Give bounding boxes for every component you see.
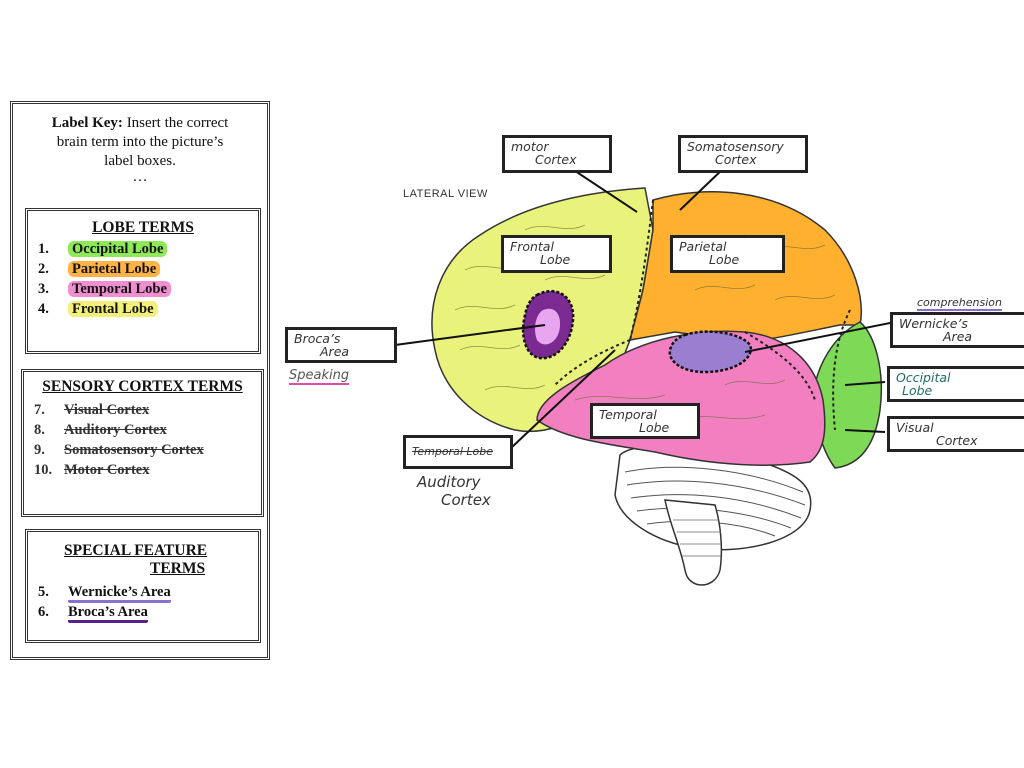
label-box-somatosensory-cortex[interactable]: Somatosensory Cortex bbox=[678, 135, 808, 173]
lobe-term-4: 4.Frontal Lobe bbox=[38, 301, 158, 318]
sensory-term-10: 10.Motor Cortex bbox=[34, 462, 150, 478]
lobe-term-label: Frontal Lobe bbox=[68, 301, 158, 317]
sensory-terms-heading: SENSORY CORTEX TERMS bbox=[42, 378, 243, 395]
label-box-auditory-cortex[interactable]: Temporal Lobe bbox=[403, 435, 513, 469]
brain-stem bbox=[664, 499, 723, 586]
brain-diagram: LATERAL VIEW bbox=[275, 100, 1024, 660]
lobe-term-3: 3.Temporal Lobe bbox=[38, 281, 171, 298]
note-auditory-cortex: Auditory Cortex bbox=[417, 473, 491, 509]
special-terms-heading-1: SPECIAL FEATURE bbox=[64, 542, 208, 559]
lobe-terms-box: LOBE TERMS 1.Occipital Lobe 2.Parietal L… bbox=[25, 208, 261, 354]
lobe-term-2: 2.Parietal Lobe bbox=[38, 261, 161, 278]
label-box-visual-cortex[interactable]: Visual Cortex bbox=[887, 416, 1024, 452]
key-dots: … bbox=[132, 169, 148, 185]
lobe-term-1: 1.Occipital Lobe bbox=[38, 241, 168, 258]
cerebellum-folds bbox=[624, 466, 806, 537]
special-terms-box: SPECIAL FEATURE TERMS 5.Wernicke’s Area … bbox=[25, 529, 261, 643]
sensory-term-8: 8.Auditory Cortex bbox=[34, 422, 167, 438]
special-term-5: 5.Wernicke’s Area bbox=[38, 584, 171, 603]
key-title: Label Key: bbox=[51, 115, 123, 131]
label-key-panel: Label Key: Insert the correct brain term… bbox=[10, 101, 270, 660]
lobe-boundaries bbox=[554, 199, 851, 431]
brain-stem-lines bbox=[673, 519, 721, 557]
note-comprehension: comprehension bbox=[917, 296, 1002, 311]
sensory-term-9: 9.Somatosensory Cortex bbox=[34, 442, 204, 458]
key-line-3: label boxes. bbox=[104, 153, 176, 169]
label-box-frontal-lobe[interactable]: Frontal Lobe bbox=[501, 235, 612, 273]
label-box-temporal-lobe[interactable]: Temporal Lobe bbox=[590, 403, 700, 439]
key-instructions: Label Key: Insert the correct brain term… bbox=[13, 114, 267, 185]
key-line-2: brain term into the picture’s bbox=[56, 134, 224, 150]
special-term-label: Broca’s Area bbox=[68, 604, 148, 623]
label-box-brocas-area[interactable]: Broca’s Area bbox=[285, 327, 397, 363]
special-term-6: 6.Broca’s Area bbox=[38, 604, 148, 623]
lobe-term-label: Temporal Lobe bbox=[68, 281, 171, 297]
label-box-occipital-lobe[interactable]: Occipital Lobe bbox=[887, 366, 1024, 402]
special-terms-heading-2: TERMS bbox=[150, 560, 206, 577]
note-speaking: Speaking bbox=[289, 368, 350, 385]
lobe-term-label: Occipital Lobe bbox=[68, 241, 168, 257]
lobe-terms-heading: LOBE TERMS bbox=[92, 219, 194, 236]
special-term-label: Wernicke’s Area bbox=[68, 584, 171, 603]
key-title-rest: Insert the correct bbox=[122, 115, 229, 131]
label-box-parietal-lobe[interactable]: Parietal Lobe bbox=[670, 235, 785, 273]
lobe-term-label: Parietal Lobe bbox=[68, 261, 161, 277]
sensory-terms-box: SENSORY CORTEX TERMS 7.Visual Cortex 8.A… bbox=[21, 369, 264, 517]
label-box-motor-cortex[interactable]: motor Cortex bbox=[502, 135, 612, 173]
crossed-out-label: Temporal Lobe bbox=[412, 445, 493, 458]
occipital-lobe bbox=[812, 321, 883, 469]
label-box-wernickes-area[interactable]: Wernicke’s Area bbox=[890, 312, 1024, 348]
sensory-term-7: 7.Visual Cortex bbox=[34, 402, 150, 418]
brocas-area-inner bbox=[535, 308, 561, 345]
lateral-view-title: LATERAL VIEW bbox=[403, 188, 488, 200]
wernickes-area-region bbox=[668, 330, 752, 374]
